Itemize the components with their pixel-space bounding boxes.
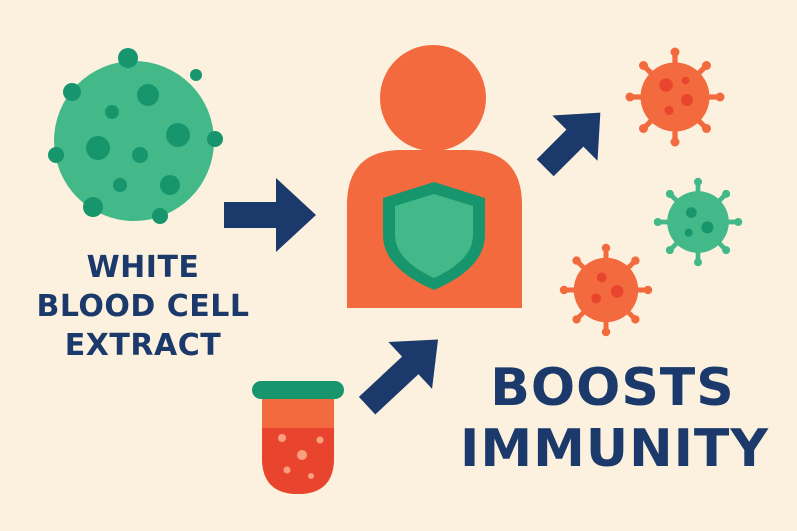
- label-line: IMMUNITY: [460, 419, 770, 479]
- label-line: EXTRACT: [64, 328, 222, 363]
- person-icon: [347, 45, 522, 308]
- arrow-icon: [358, 339, 439, 415]
- arrow-icon: [224, 178, 316, 252]
- virus-icon: [653, 177, 743, 267]
- label-line: BOOSTS: [490, 358, 735, 418]
- shield-icon: [383, 182, 485, 290]
- test-tube-icon: [252, 381, 344, 494]
- arrow-icon: [536, 112, 601, 177]
- virus-icon: [559, 243, 653, 337]
- label-line: WHITE: [86, 250, 200, 285]
- boosts-immunity-label: BOOSTS IMMUNITY: [460, 358, 770, 480]
- label-line: BLOOD CELL: [36, 289, 250, 324]
- virus-icon: [625, 47, 725, 147]
- white-blood-cell-extract-label: WHITE BLOOD CELL EXTRACT: [28, 248, 258, 365]
- white-blood-cell-icon: [48, 48, 223, 224]
